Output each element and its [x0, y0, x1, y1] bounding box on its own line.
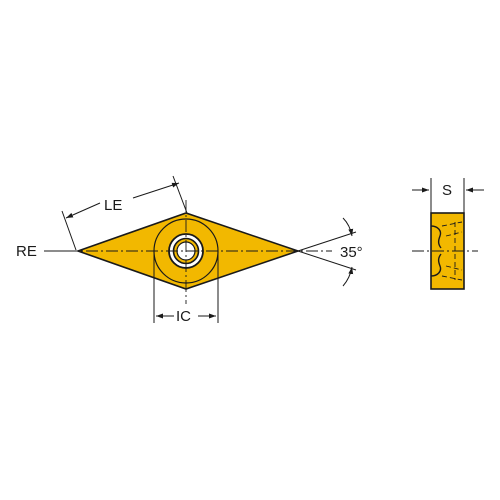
angle-arc-lower: [342, 266, 354, 287]
angle-label: 35°: [340, 244, 363, 261]
side-view-hidden-line-3: [445, 231, 463, 237]
side-view-hidden-line-2: [441, 275, 463, 281]
angle-ray-lower: [297, 250, 357, 271]
re-label: RE: [16, 243, 37, 260]
s-label: S: [442, 182, 452, 199]
le-dimension: LE: [61, 175, 188, 251]
side-view-hidden-line-4: [445, 265, 463, 271]
s-dimension: S: [412, 178, 484, 213]
center-lines: [66, 200, 332, 304]
le-label: LE: [104, 197, 122, 214]
angle-ray-upper: [297, 231, 357, 252]
side-view-hole-profile-upper: [430, 225, 442, 249]
angle-arc-upper: [342, 217, 354, 237]
angle-dimension: 35°: [297, 217, 363, 287]
le-extension-right: [172, 175, 188, 214]
le-dimension-line-right: [132, 182, 180, 199]
side-view-hole-profile-lower: [430, 253, 442, 277]
le-dimension-line-left: [65, 202, 101, 219]
ic-dimension: IC: [153, 251, 219, 325]
side-view-hidden-line-1: [441, 221, 463, 227]
le-extension-left: [61, 210, 77, 251]
ic-label: IC: [176, 308, 191, 325]
insert-side-view: [412, 212, 478, 290]
